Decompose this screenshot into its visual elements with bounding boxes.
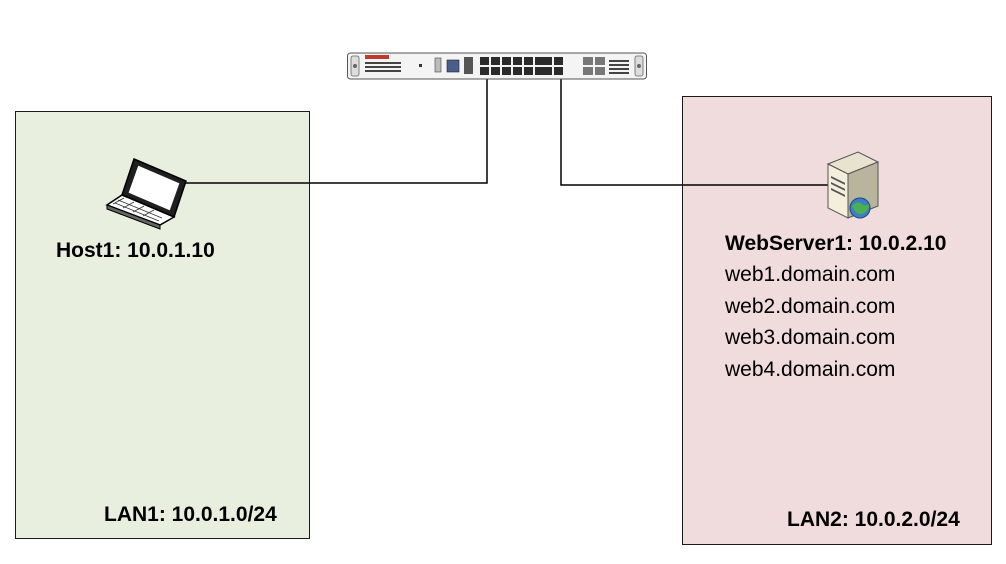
web-server-icon xyxy=(826,151,880,219)
host1-label: Host1: 10.0.1.10 xyxy=(56,239,215,262)
lan2-label: LAN2: 10.0.2.0/24 xyxy=(787,508,960,531)
laptop-icon xyxy=(105,157,187,230)
domain-item: web2.domain.com xyxy=(725,295,896,318)
firewall-appliance-icon xyxy=(347,52,647,80)
domain-item: web4.domain.com xyxy=(725,358,896,381)
domain-item: web1.domain.com xyxy=(725,263,896,286)
lan1-label: LAN1: 10.0.1.0/24 xyxy=(104,503,277,526)
webserver1-label: WebServer1: 10.0.2.10 xyxy=(725,232,947,255)
wire-host1-firewall xyxy=(182,76,488,184)
wire-webserver1-firewall xyxy=(560,76,828,186)
domain-item: web3.domain.com xyxy=(725,326,896,349)
